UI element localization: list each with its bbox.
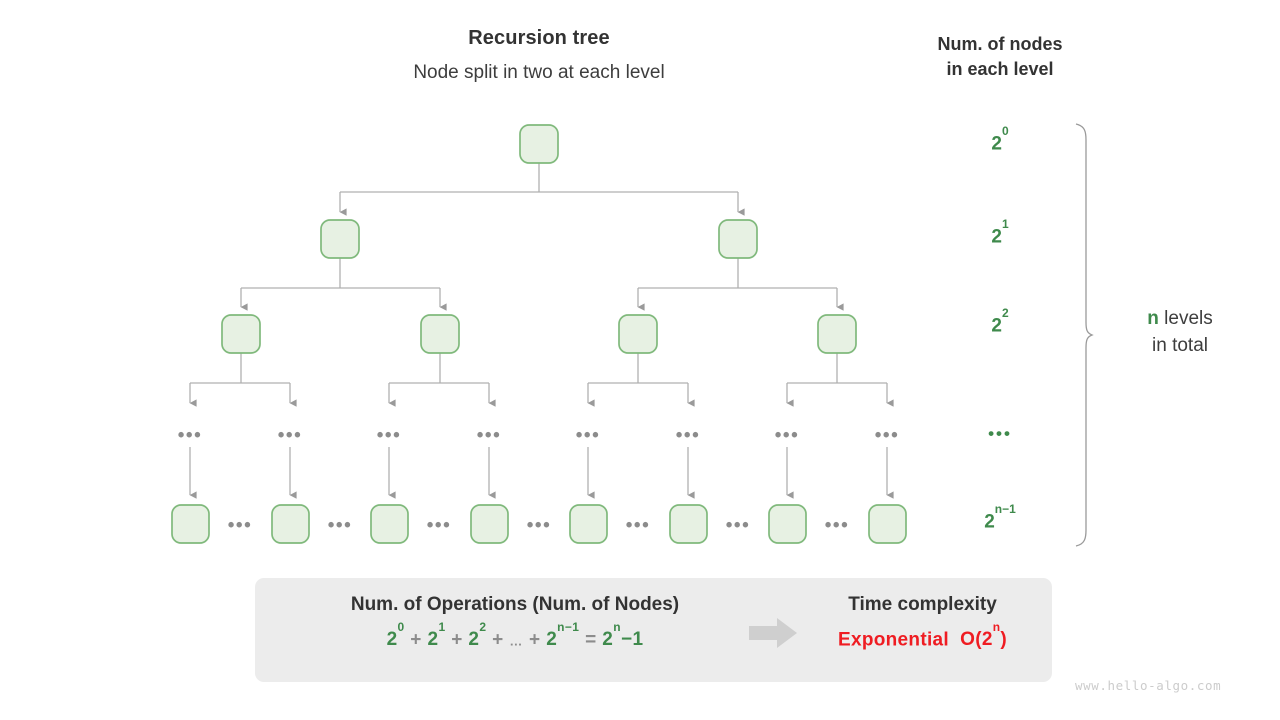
level-ellipsis: •••: [676, 425, 700, 446]
column-header-line1: Num. of nodes: [937, 34, 1063, 54]
complexity-title: Time complexity: [848, 594, 997, 615]
bottom-gap-ellipsis: •••: [527, 515, 551, 536]
level-ellipsis: •••: [477, 425, 501, 446]
level-ellipsis: •••: [278, 425, 302, 446]
bottom-gap-ellipsis: •••: [427, 515, 451, 536]
tree-node: [271, 504, 310, 544]
tree-node: [768, 504, 807, 544]
bottom-gap-ellipsis: •••: [228, 515, 252, 536]
column-header: Num. of nodes in each level: [880, 32, 1120, 82]
bottom-gap-ellipsis: •••: [825, 515, 849, 536]
level-count-1: 21: [991, 216, 1009, 248]
tree-node: [868, 504, 907, 544]
level-count-last: 2n−1: [984, 501, 1016, 533]
level-ellipsis: •••: [178, 425, 202, 446]
tree-node: [618, 314, 658, 354]
levels-brace: [1075, 123, 1094, 547]
tree-node: [817, 314, 857, 354]
operations-block: Num. of Operations (Num. of Nodes) 20 + …: [275, 594, 755, 651]
operations-formula: 20 + 21 + 22 + … + 2n−1 = 2n−1: [386, 619, 644, 651]
tree-node: [470, 504, 509, 544]
summary-panel: Num. of Operations (Num. of Nodes) 20 + …: [255, 578, 1052, 682]
operations-title: Num. of Operations (Num. of Nodes): [350, 594, 680, 615]
levels-total-annotation: n levels in total: [1100, 305, 1260, 359]
complexity-block: Time complexity Exponential O(2n): [815, 594, 1030, 651]
level-count-0: 20: [991, 123, 1009, 155]
tree-node: [669, 504, 708, 544]
tree-node: [370, 504, 409, 544]
levels-variable: n: [1147, 308, 1159, 329]
level-count-2: 22: [991, 305, 1009, 337]
level-ellipsis: •••: [377, 425, 401, 446]
tree-node: [221, 314, 261, 354]
level-count-ellipsis: •••: [988, 424, 1012, 443]
tree-node: [519, 124, 559, 164]
watermark: www.hello-algo.com: [1075, 678, 1222, 693]
tree-node: [420, 314, 460, 354]
levels-text-line1: levels: [1158, 308, 1213, 329]
tree-node: [569, 504, 608, 544]
level-ellipsis: •••: [576, 425, 600, 446]
tree-node: [171, 504, 210, 544]
bottom-gap-ellipsis: •••: [328, 515, 352, 536]
complexity-word: Exponential: [837, 629, 949, 651]
page-title: Recursion tree: [468, 27, 610, 49]
complexity-bigo: O(2n): [960, 619, 1007, 651]
level-ellipsis: •••: [775, 425, 799, 446]
page-subtitle: Node split in two at each level: [413, 62, 665, 83]
tree-node: [320, 219, 360, 259]
complexity-value: Exponential O(2n): [815, 619, 1030, 651]
tree-node: [718, 219, 758, 259]
column-header-line2: in each level: [946, 59, 1054, 79]
bottom-gap-ellipsis: •••: [726, 515, 750, 536]
right-arrow-icon: [749, 618, 797, 648]
levels-text-line2: in total: [1152, 335, 1208, 356]
bottom-gap-ellipsis: •••: [626, 515, 650, 536]
level-ellipsis: •••: [875, 425, 899, 446]
